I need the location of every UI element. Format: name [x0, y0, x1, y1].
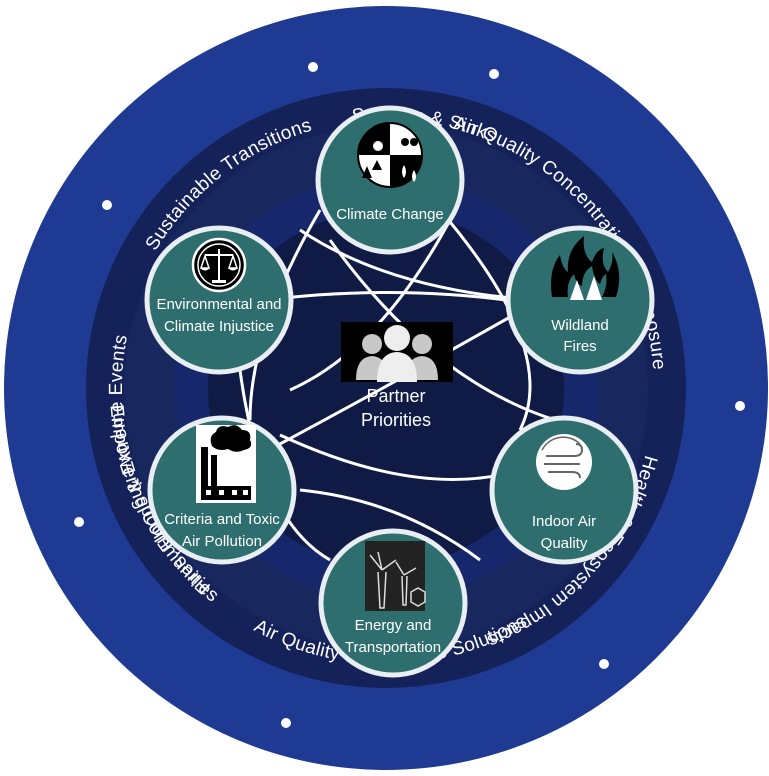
- node-label-indoor-2: Quality: [541, 535, 588, 552]
- node-indoor-air-quality[interactable]: Indoor Air Quality: [489, 415, 639, 565]
- ring-dot: [489, 69, 499, 79]
- node-label-climate: Climate Change: [336, 206, 444, 223]
- air-flow-icon: [536, 434, 592, 490]
- node-environmental-injustice[interactable]: Environmental and Climate Injustice: [144, 225, 294, 375]
- center-label-line2: Priorities: [361, 410, 431, 430]
- ring-dot: [308, 62, 318, 72]
- node-label-wildland-2: Fires: [563, 338, 596, 355]
- node-label-energy-1: Energy and: [355, 617, 432, 634]
- center-priorities: Partner Priorities: [341, 322, 453, 430]
- ring-dot: [599, 659, 609, 669]
- node-label-criteria-2: Air Pollution: [182, 533, 262, 550]
- node-label-indoor-1: Indoor Air: [532, 513, 596, 530]
- fire-icon: [551, 236, 620, 300]
- ring-dot: [281, 718, 291, 728]
- ring-dot: [735, 401, 745, 411]
- ring-dot: [102, 200, 112, 210]
- scales-of-justice-icon: [191, 237, 247, 293]
- node-label-wildland-1: Wildland: [551, 317, 609, 334]
- factory-icon: [196, 425, 256, 503]
- ring-dot: [74, 517, 84, 527]
- node-label-criteria-1: Criteria and Toxic: [164, 511, 280, 528]
- center-label-line1: Partner: [366, 386, 425, 406]
- wind-turbine-icon: [365, 541, 426, 611]
- node-energy-transportation[interactable]: Energy and Transportation: [318, 528, 468, 678]
- connector-line: [299, 488, 481, 562]
- node-climate-change[interactable]: Climate Change: [315, 105, 465, 255]
- node-label-env-1: Environmental and: [156, 296, 281, 313]
- node-criteria-toxic[interactable]: Criteria and Toxic Air Pollution: [147, 415, 297, 565]
- node-label-env-2: Climate Injustice: [164, 318, 274, 335]
- connector-line: [299, 228, 536, 302]
- climate-icon: [357, 122, 423, 188]
- node-label-energy-2: Transportation: [345, 639, 441, 656]
- people-silhouettes: [356, 325, 438, 382]
- node-wildland-fires[interactable]: Wildland Fires: [505, 225, 655, 375]
